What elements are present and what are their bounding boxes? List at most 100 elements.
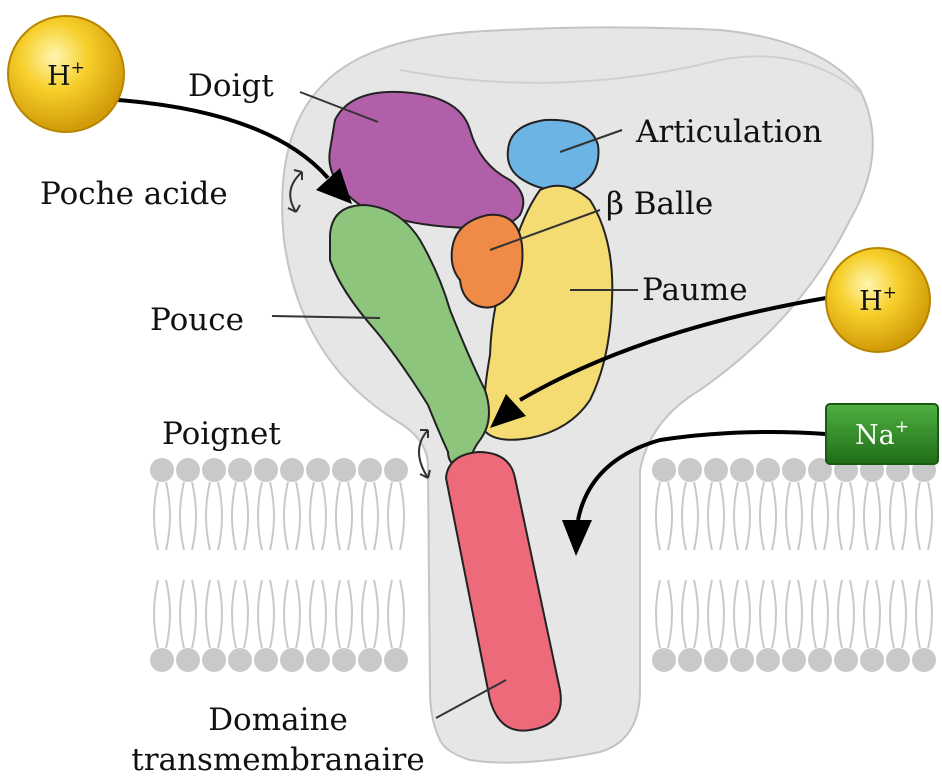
lipid-head — [280, 458, 304, 482]
lipid-tail — [734, 482, 738, 550]
lipid-tail — [244, 580, 248, 648]
lipid-tail — [232, 482, 236, 550]
lipid-head — [886, 648, 910, 672]
lipid-tail — [244, 482, 248, 550]
lipid-head — [678, 648, 702, 672]
lipid-tail — [348, 482, 352, 550]
lipid-tail — [284, 482, 288, 550]
lipid-tail — [362, 580, 366, 648]
lipid-tail — [772, 580, 776, 648]
lipid-tail — [310, 580, 314, 648]
articulation-domain — [508, 120, 599, 190]
lipid-tail — [166, 580, 170, 648]
lipid-tail — [656, 580, 660, 648]
lipid-tail — [720, 580, 724, 648]
lipid-head — [808, 648, 832, 672]
lipid-tail — [206, 580, 210, 648]
lipid-head — [704, 648, 728, 672]
lipid-tail — [218, 580, 222, 648]
lipid-tail — [902, 580, 906, 648]
lipid-head — [704, 458, 728, 482]
lipid-tail — [682, 580, 686, 648]
lipid-tail — [850, 580, 854, 648]
lipid-tail — [772, 482, 776, 550]
lipid-head — [782, 458, 806, 482]
lipid-head — [652, 458, 676, 482]
lipid-tail — [206, 482, 210, 550]
lipid-tail — [708, 482, 712, 550]
lipid-head — [912, 648, 936, 672]
lipid-head — [150, 458, 174, 482]
lipid-tail — [902, 482, 906, 550]
domaine-label-line1: Domaine — [208, 702, 348, 738]
lipid-head — [730, 648, 754, 672]
lipid-tail — [374, 482, 378, 550]
lipid-tail — [798, 580, 802, 648]
lipid-tail — [838, 580, 842, 648]
lipid-tail — [838, 482, 842, 550]
lipid-head — [202, 458, 226, 482]
lipid-tail — [812, 580, 816, 648]
proton-right-ion: H+ — [826, 248, 930, 352]
paume-label: Paume — [642, 272, 748, 308]
lipid-tail — [400, 580, 404, 648]
lipid-tail — [374, 580, 378, 648]
lipid-head — [730, 458, 754, 482]
lipid-tail — [400, 482, 404, 550]
lipid-head — [280, 648, 304, 672]
lipid-tail — [928, 482, 932, 550]
lipid-head — [176, 458, 200, 482]
lipid-tail — [760, 482, 764, 550]
lipid-head — [782, 648, 806, 672]
lipid-tail — [876, 580, 880, 648]
lipid-tail — [656, 482, 660, 550]
lipid-tail — [336, 580, 340, 648]
lipid-head — [384, 458, 408, 482]
lipid-head — [860, 648, 884, 672]
domaine-label-line2: transmembranaire — [131, 742, 424, 778]
lipid-tail — [336, 482, 340, 550]
lipid-head — [332, 648, 356, 672]
lipid-head — [202, 648, 226, 672]
lipid-tail — [218, 482, 222, 550]
lipid-tail — [270, 482, 274, 550]
lipid-tail — [348, 580, 352, 648]
lipid-head — [384, 648, 408, 672]
poignet-label: Poignet — [162, 416, 281, 452]
lipid-tail — [694, 580, 698, 648]
lipid-tail — [786, 580, 790, 648]
lipid-tail — [180, 482, 184, 550]
lipid-head — [756, 648, 780, 672]
lipid-tail — [154, 482, 158, 550]
lipid-tail — [824, 580, 828, 648]
lipid-head — [678, 458, 702, 482]
lipid-tail — [668, 482, 672, 550]
lipid-tail — [864, 580, 868, 648]
lipid-tail — [258, 482, 262, 550]
sodium-ion: Na+ — [826, 404, 938, 464]
lipid-tail — [864, 482, 868, 550]
lipid-tail — [192, 482, 196, 550]
lipid-tail — [798, 482, 802, 550]
doigt-label: Doigt — [188, 68, 274, 104]
membrane-right — [652, 458, 936, 672]
lipid-tail — [232, 580, 236, 648]
lipid-tail — [746, 580, 750, 648]
lipid-head — [332, 458, 356, 482]
lipid-tail — [760, 580, 764, 648]
lipid-tail — [682, 482, 686, 550]
lipid-tail — [322, 482, 326, 550]
lipid-tail — [890, 580, 894, 648]
pouce-label: Pouce — [150, 302, 244, 338]
lipid-tail — [812, 482, 816, 550]
lipid-tail — [192, 580, 196, 648]
lipid-tail — [154, 580, 158, 648]
lipid-tail — [388, 482, 392, 550]
beta-balle-label: β Balle — [606, 186, 713, 222]
lipid-tail — [296, 482, 300, 550]
lipid-tail — [746, 482, 750, 550]
lipid-tail — [916, 580, 920, 648]
lipid-tail — [166, 482, 170, 550]
lipid-tail — [916, 482, 920, 550]
lipid-tail — [284, 580, 288, 648]
